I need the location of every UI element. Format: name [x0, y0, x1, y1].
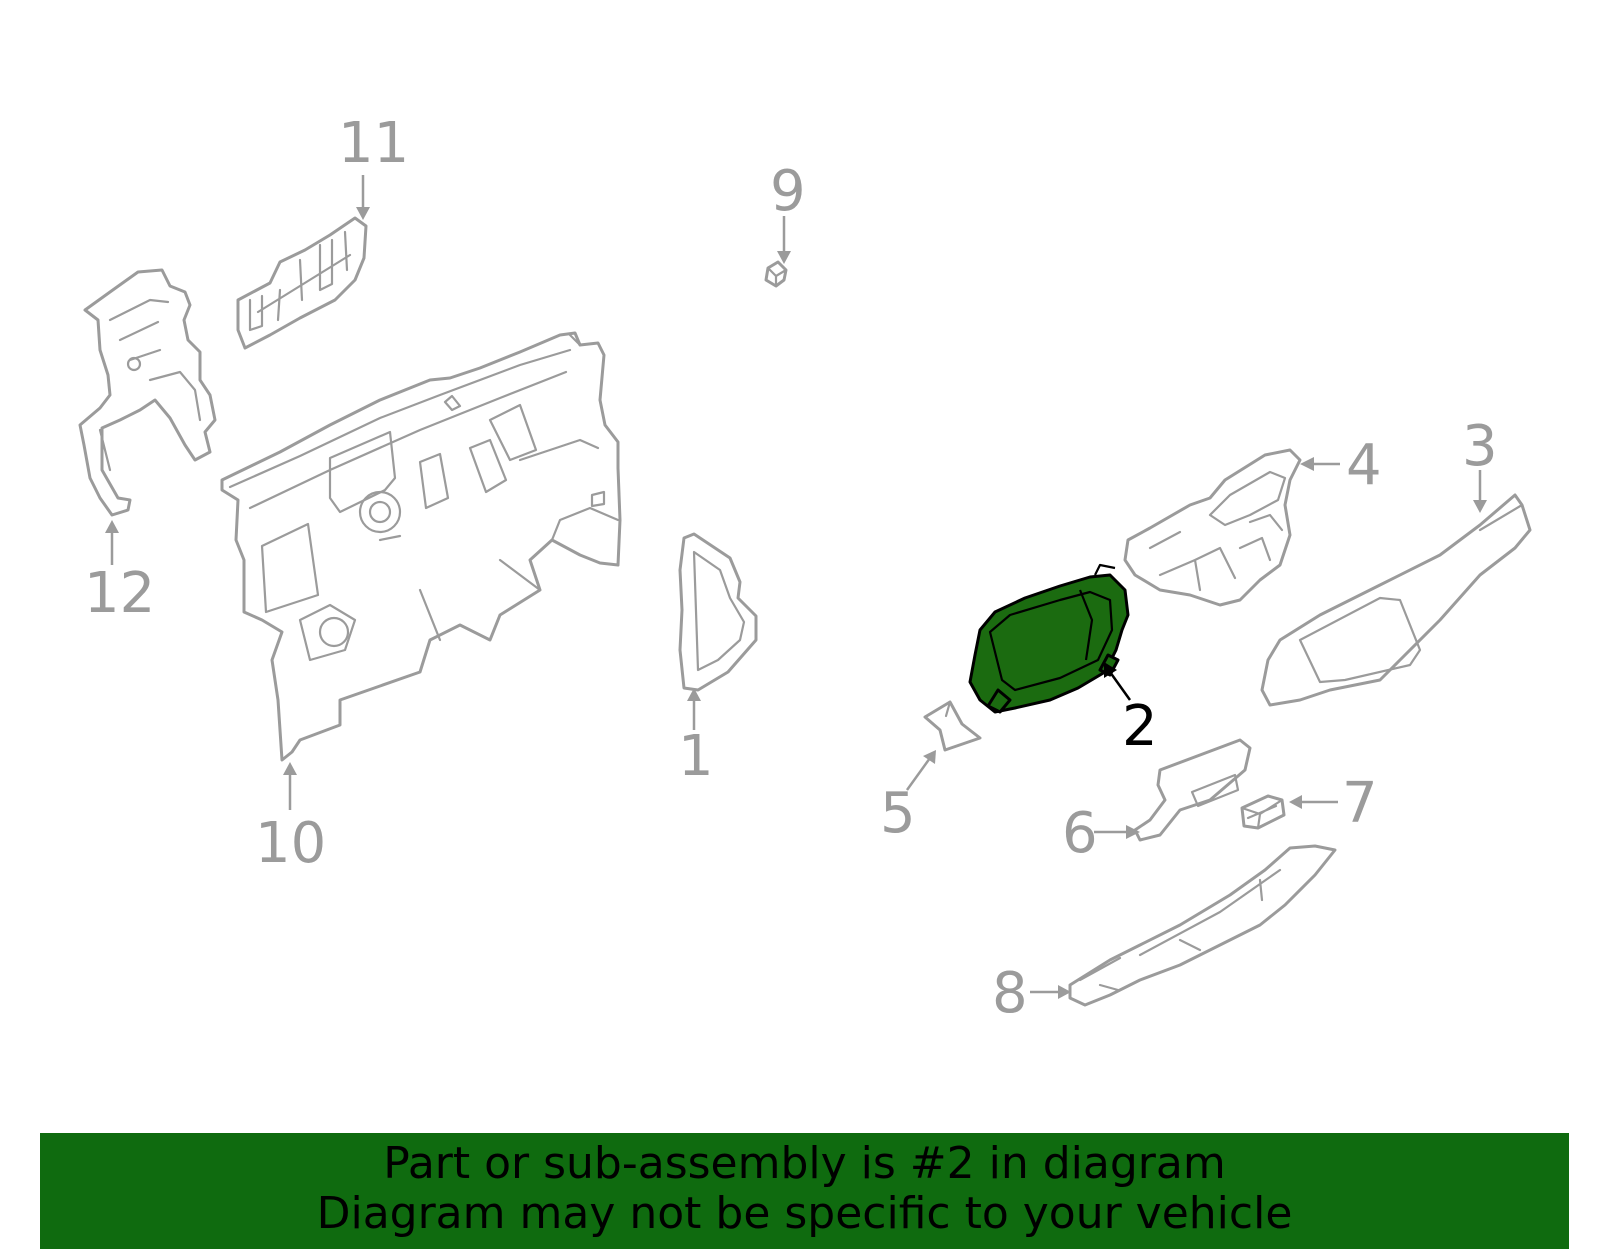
callout-12: 12 [84, 561, 155, 626]
callout-4: 4 [1346, 433, 1382, 498]
callout-6: 6 [1062, 801, 1098, 866]
callout-10: 10 [255, 811, 326, 876]
callout-labels: 11 9 12 10 1 4 3 2 5 6 7 8 [84, 111, 1498, 1026]
part-6-switch-trim[interactable] [1133, 738, 1252, 842]
callout-2: 2 [1122, 694, 1158, 759]
callout-5: 5 [880, 781, 916, 846]
callout-7: 7 [1342, 771, 1378, 836]
part-9-clip[interactable] [764, 260, 788, 288]
part-12-bracket[interactable] [78, 268, 217, 517]
part-3-trim[interactable] [1260, 493, 1532, 707]
part-4-duct[interactable] [1123, 448, 1302, 607]
leader-lines [105, 175, 1487, 999]
part-10-dash-panel[interactable] [220, 331, 622, 762]
callout-3: 3 [1462, 414, 1498, 479]
info-banner: Part or sub-assembly is #2 in diagram Di… [40, 1133, 1569, 1249]
banner-line-1: Part or sub-assembly is #2 in diagram [383, 1138, 1226, 1189]
banner-line-2: Diagram may not be specific to your vehi… [316, 1188, 1293, 1239]
callout-1: 1 [678, 724, 714, 789]
callout-9: 9 [770, 159, 806, 224]
part-1-bezel[interactable] [678, 532, 758, 692]
part-11-shield[interactable] [236, 216, 368, 350]
part-8-lower-trim[interactable] [1068, 844, 1337, 1007]
callout-8: 8 [992, 961, 1028, 1026]
part-7-switch[interactable] [1240, 794, 1286, 830]
part-2-instrument-cluster[interactable] [968, 563, 1130, 714]
callout-11: 11 [338, 111, 409, 176]
part-5-bracket[interactable] [923, 700, 982, 752]
